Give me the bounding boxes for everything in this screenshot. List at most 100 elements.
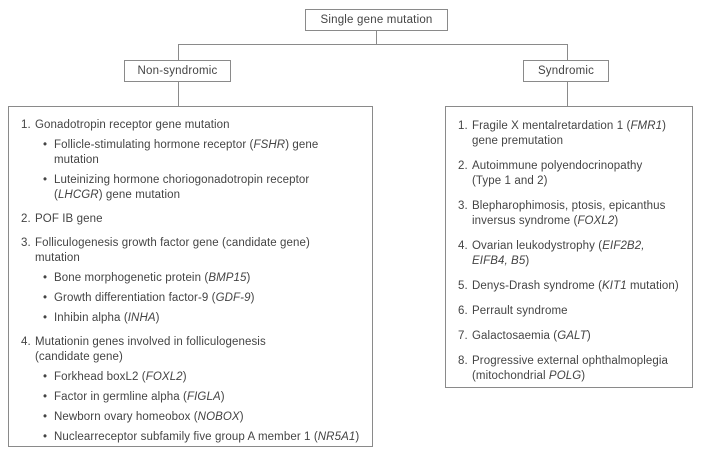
list-item: 4.Ovarian leukodystrophy (EIF2B2, EIFB4,… xyxy=(458,239,686,269)
text-segment: mutation) xyxy=(626,280,679,292)
text-segment: ) xyxy=(581,370,586,382)
list-item: 3. Blepharophimosis, ptosis, epicanthus i… xyxy=(458,199,686,229)
bullet-icon: • xyxy=(43,391,48,403)
sub-item-text: Newborn ovary homeobox (NOBOX) xyxy=(54,410,244,425)
item-text: Fragile X mentalretardation 1 (FMR1) gen… xyxy=(472,119,686,149)
list-item: 6. Perrault syndrome xyxy=(458,304,686,319)
text-segment: Progressive external ophthalmoplegia (mi… xyxy=(472,355,669,382)
item-text: Gonadotropin receptor gene mutation xyxy=(35,118,364,133)
sub-item-text: Growth differentiation factor-9 (GDF-9) xyxy=(54,291,255,306)
text-segment: Nuclearreceptor subfamily five group A m… xyxy=(54,431,318,443)
text-segment: Fragile X mentalretardation 1 ( xyxy=(472,120,631,132)
text-segment: Luteinizing hormone choriogonadotropin r… xyxy=(54,174,310,201)
text-segment: Galactosaemia ( xyxy=(472,330,558,342)
text-segment: Bone morphogenetic protein ( xyxy=(54,272,209,284)
connector-left-lower xyxy=(178,82,179,106)
sub-item-text: Forkhead boxL2 (FOXL2) xyxy=(54,370,187,385)
item-text: Progressive external ophthalmoplegia (mi… xyxy=(472,354,686,384)
gene-symbol: FOXL2 xyxy=(145,371,183,383)
gene-symbol: KIT1 xyxy=(602,280,627,292)
bullet-icon: • xyxy=(43,139,48,151)
gene-symbol: FIGLA xyxy=(187,391,221,403)
connector-right-lower xyxy=(567,82,568,106)
text-segment: ) gene mutation xyxy=(54,139,319,166)
bullet-icon: • xyxy=(43,371,48,383)
item-body: POF IB gene xyxy=(35,212,364,227)
text-segment: Factor in germline alpha ( xyxy=(54,391,187,403)
text-segment: Denys-Drash syndrome ( xyxy=(472,280,603,292)
item-number: 1. xyxy=(458,120,468,132)
nonsyndromic-panel: 1. Gonadotropin receptor gene mutation • Fo… xyxy=(8,106,373,447)
gene-symbol: FOXL2 xyxy=(577,215,615,227)
text-segment: ) xyxy=(239,411,244,423)
item-text: Galactosaemia (GALT) xyxy=(472,329,686,344)
text-segment: ) xyxy=(182,371,187,383)
connector-left-upper xyxy=(178,44,179,60)
item-text: POF IB gene xyxy=(35,212,364,227)
text-segment: Growth differentiation factor-9 ( xyxy=(54,292,216,304)
gene-symbol: NR5A1 xyxy=(317,431,356,443)
text-segment: Newborn ovary homeobox ( xyxy=(54,411,198,423)
text-segment: ) xyxy=(155,312,160,324)
sub-item-text: Nuclearreceptor subfamily five group A m… xyxy=(54,430,359,445)
item-body: Mutationin genes involved in folliculoge… xyxy=(35,335,364,445)
list-item: 3. Folliculogenesis growth factor gene (c… xyxy=(21,236,364,326)
sub-item-text: Luteinizing hormone choriogonadotropin r… xyxy=(54,173,309,203)
gene-symbol: GALT xyxy=(557,330,587,342)
item-text: Ovarian leukodystrophy (EIF2B2, EIFB4, B… xyxy=(472,239,686,269)
text-segment: Follicle-stimulating hormone receptor ( xyxy=(54,139,254,151)
item-number: 3. xyxy=(21,237,31,249)
item-text: Blepharophimosis, ptosis, epicanthus inv… xyxy=(472,199,686,229)
bullet-icon: • xyxy=(43,292,48,304)
bullet-icon: • xyxy=(43,431,48,443)
sub-list-item: • Luteinizing hormone choriogonadotropin … xyxy=(43,173,364,203)
connector-root-vertical xyxy=(376,31,377,44)
text-segment: Forkhead boxL2 ( xyxy=(54,371,146,383)
text-segment: ) xyxy=(250,292,255,304)
gene-symbol: BMP15 xyxy=(208,272,247,284)
sub-list-item: •Bone morphogenetic protein (BMP15) xyxy=(43,271,364,286)
text-segment: POF IB gene xyxy=(35,213,103,225)
item-text: Folliculogenesis growth factor gene (can… xyxy=(35,236,364,266)
item-number: 4. xyxy=(21,336,31,348)
sub-item-text: Factor in germline alpha (FIGLA) xyxy=(54,390,225,405)
bullet-icon: • xyxy=(43,411,48,423)
list-item: 2.Autoimmune polyendocrinopathy (Type 1 … xyxy=(458,159,686,189)
text-segment: Gonadotropin receptor gene mutation xyxy=(35,119,230,131)
root-node-label: Single gene mutation xyxy=(320,14,433,26)
list-item: 8.Progressive external ophthalmoplegia (… xyxy=(458,354,686,384)
connector-horizontal xyxy=(178,44,568,45)
item-body: Perrault syndrome xyxy=(472,304,686,319)
list-item: 7.Galactosaemia (GALT) xyxy=(458,329,686,344)
sub-list-item: • Follicle-stimulating hormone receptor (… xyxy=(43,138,364,168)
branch-node-nonsyndromic: Non-syndromic xyxy=(124,60,231,82)
root-node: Single gene mutation xyxy=(305,9,448,31)
item-body: Blepharophimosis, ptosis, epicanthus inv… xyxy=(472,199,686,229)
branch-label-syndromic: Syndromic xyxy=(537,65,595,77)
sub-list-item: • Nuclearreceptor subfamily five group A … xyxy=(43,430,364,445)
item-number: 1. xyxy=(21,119,31,131)
text-segment: ) xyxy=(220,391,225,403)
sub-item-text: Follicle-stimulating hormone receptor (F… xyxy=(54,138,318,168)
item-text: Autoimmune polyendocrinopathy (Type 1 an… xyxy=(472,159,686,189)
text-segment: Folliculogenesis growth factor gene (can… xyxy=(35,237,310,264)
gene-symbol: EIF2B2, EIFB4, B5 xyxy=(472,240,645,267)
bullet-icon: • xyxy=(43,174,48,186)
item-body: Gonadotropin receptor gene mutation • Foll… xyxy=(35,118,364,203)
list-item: 1. Fragile X mentalretardation 1 (FMR1) g… xyxy=(458,119,686,149)
item-number: 3. xyxy=(458,200,468,212)
item-number: 6. xyxy=(458,305,468,317)
list-item: 1. Gonadotropin receptor gene mutation • Fo… xyxy=(21,118,364,203)
branch-node-syndromic: Syndromic xyxy=(523,60,609,82)
text-segment: Blepharophimosis, ptosis, epicanthus inv… xyxy=(472,200,666,227)
text-segment: Mutationin genes involved in folliculoge… xyxy=(35,336,266,363)
item-text: Mutationin genes involved in folliculoge… xyxy=(35,335,364,365)
text-segment: Ovarian leukodystrophy ( xyxy=(472,240,603,252)
gene-symbol: FMR1 xyxy=(630,120,663,132)
text-segment: Perrault syndrome xyxy=(472,305,568,317)
gene-symbol: LHCGR xyxy=(57,189,99,201)
sub-list-item: • Forkhead boxL2 (FOXL2) xyxy=(43,370,364,385)
sub-list-item: • Growth differentiation factor-9 (GDF-9) xyxy=(43,291,364,306)
gene-symbol: FSHR xyxy=(253,139,286,151)
item-body: Denys-Drash syndrome (KIT1 mutation) xyxy=(472,279,686,294)
